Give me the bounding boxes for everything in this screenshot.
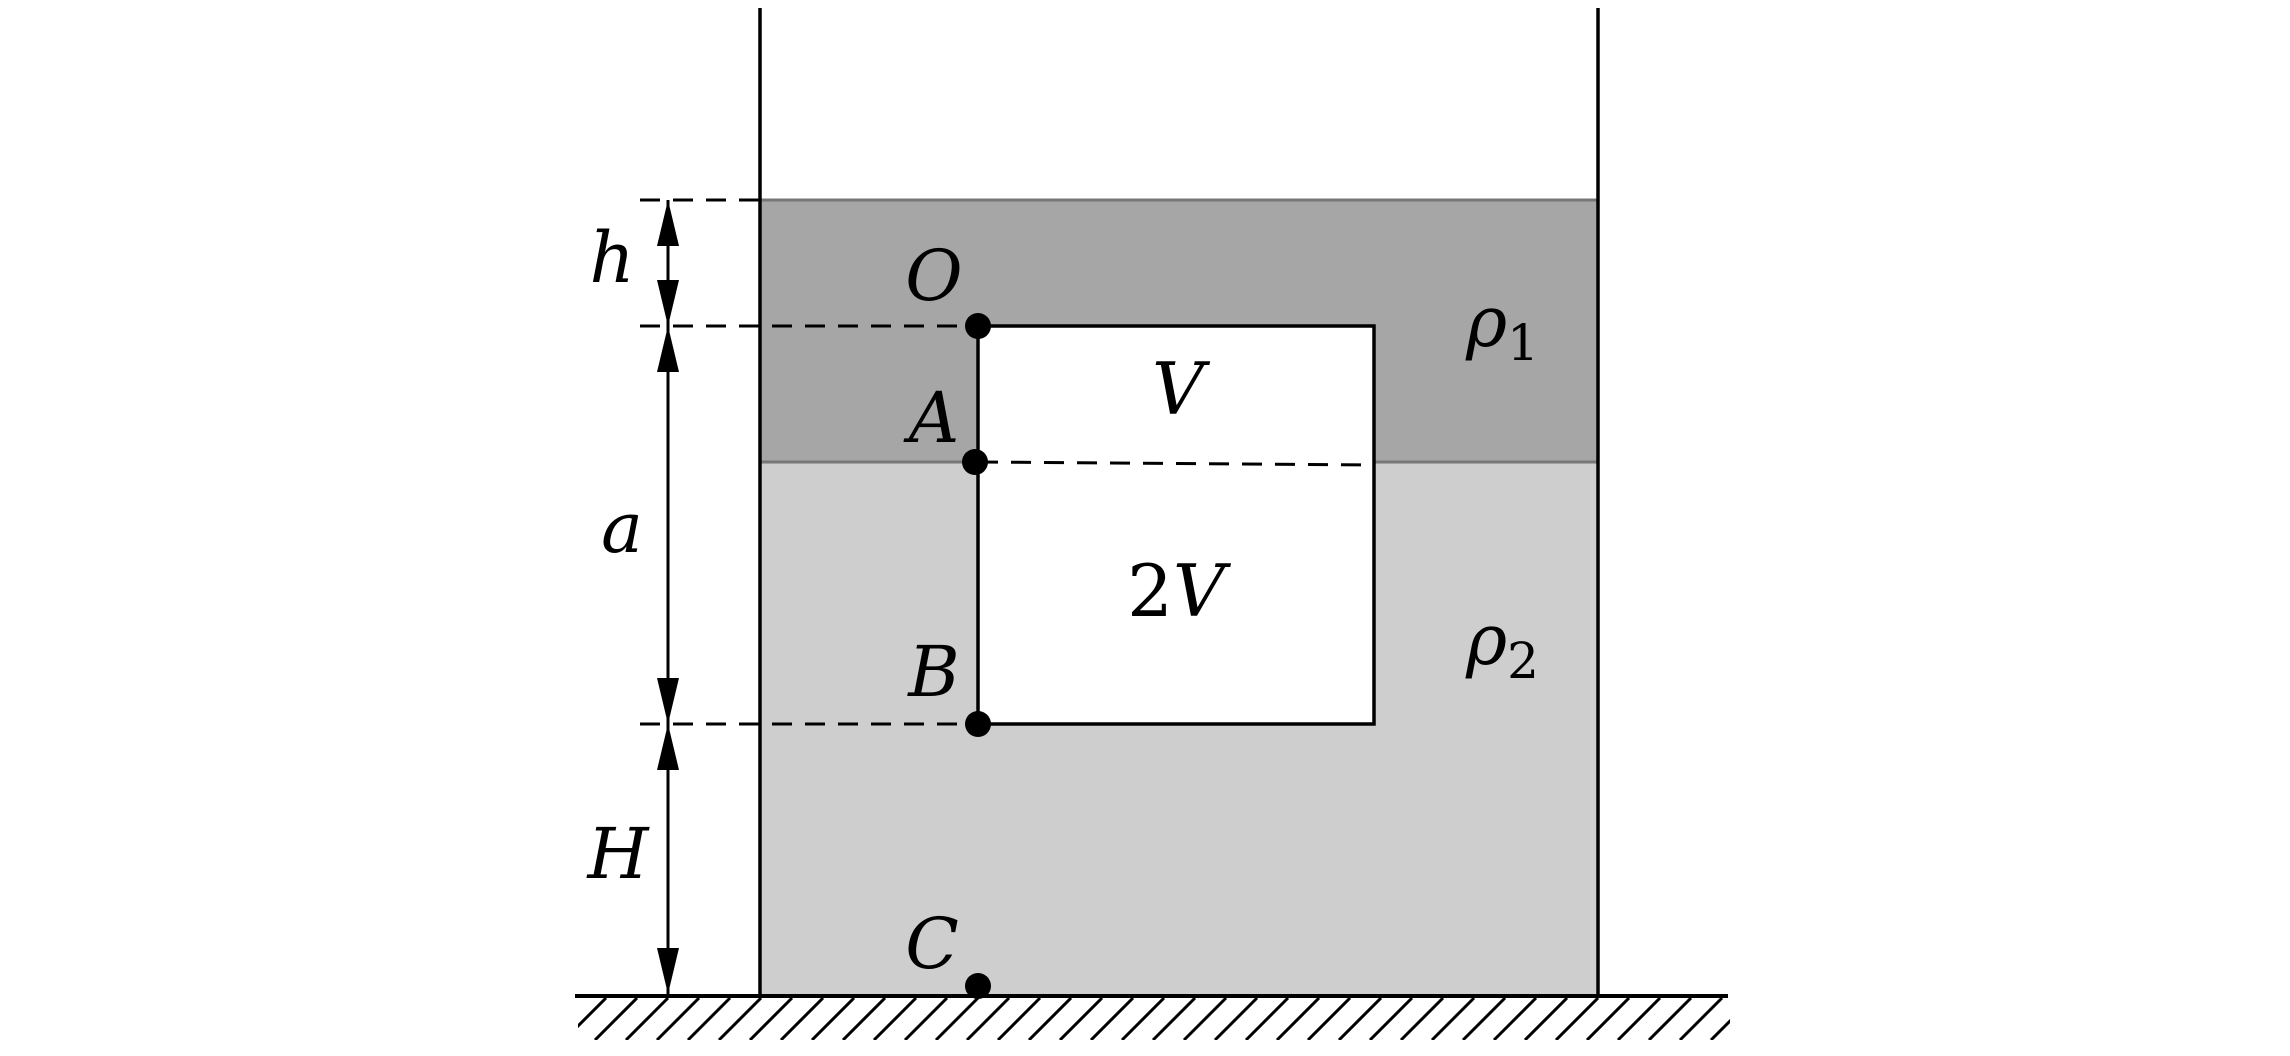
label-O: O	[905, 235, 962, 317]
label-rho2-subscript: 2	[1507, 632, 1539, 690]
arrow-H-up	[657, 724, 679, 770]
ground-hatch-line	[1213, 998, 1259, 1040]
ground-hatch-line	[1027, 998, 1073, 1040]
label-rho2: ρ2	[1465, 599, 1539, 690]
ground-hatch-line	[1709, 1018, 1730, 1040]
label-a: a	[601, 487, 643, 569]
body-interface-dashed-line	[977, 460, 1375, 467]
ground-hatch-line	[965, 998, 1011, 1040]
ground-hatch-line	[779, 998, 825, 1040]
ground-hatch-line	[624, 998, 670, 1040]
ground-hatch-line	[1554, 998, 1600, 1040]
ground-hatch-line	[841, 998, 887, 1040]
ground-hatch-line	[578, 998, 608, 1029]
label-A: A	[903, 377, 960, 459]
label-2V-variable: V	[1173, 549, 1232, 633]
ground-hatch-line	[655, 998, 701, 1040]
label-rho1-subscript: 1	[1507, 314, 1539, 372]
ground-hatch-line	[1337, 998, 1383, 1040]
arrow-a-up	[657, 326, 679, 372]
ground-hatch-line	[1275, 998, 1321, 1040]
ground-hatch-line	[934, 998, 980, 1040]
ground-hatch-line	[1120, 998, 1166, 1040]
ground-hatch-line	[1616, 998, 1662, 1040]
ground-hatch-line	[1492, 998, 1538, 1040]
ground-hatch-line	[903, 998, 949, 1040]
point-C	[965, 973, 991, 999]
ground-hatch-line	[996, 998, 1042, 1040]
label-V: V	[1152, 347, 1211, 431]
ground-hatch-line	[686, 998, 732, 1040]
label-H: H	[585, 813, 650, 895]
label-B: B	[906, 631, 959, 713]
ground-hatch-line	[717, 998, 763, 1040]
ground-hatch-line	[872, 998, 918, 1040]
ground-hatch-line	[1244, 998, 1290, 1040]
ground-hatch-line	[1430, 998, 1476, 1040]
label-2V: 2V	[1127, 549, 1232, 633]
point-O	[965, 313, 991, 339]
arrow-h-down	[657, 280, 679, 326]
ground-hatch-line	[1678, 998, 1724, 1040]
ground-hatch-line	[593, 998, 639, 1040]
ground-hatch-line	[1585, 998, 1631, 1040]
ground-hatch-line	[1182, 998, 1228, 1040]
label-rho1-symbol: ρ	[1465, 281, 1507, 363]
label-C: C	[905, 903, 959, 985]
ground-hatch-line	[1368, 998, 1414, 1040]
ground-hatch-line	[533, 998, 575, 1040]
submerged-body	[976, 324, 1376, 726]
ground-hatching	[533, 998, 1730, 1040]
label-h: h	[589, 217, 634, 299]
arrow-H-down	[657, 948, 679, 994]
ground-hatch-line	[1058, 998, 1104, 1040]
ground-hatch-line	[810, 998, 856, 1040]
label-2V-coefficient: 2	[1127, 549, 1173, 633]
point-B	[965, 711, 991, 737]
ground-hatch-line	[1151, 998, 1197, 1040]
ground-hatch-line	[1523, 998, 1569, 1040]
ground-hatch-line	[748, 998, 794, 1040]
ground-hatch-line	[1647, 998, 1693, 1040]
ground-hatch-line	[1399, 998, 1445, 1040]
ground-hatch-line	[1089, 998, 1135, 1040]
arrow-a-down	[657, 678, 679, 724]
label-rho2-symbol: ρ	[1465, 599, 1507, 681]
ground-hatch-line	[1306, 998, 1352, 1040]
label-rho1: ρ1	[1465, 281, 1539, 372]
arrow-h-up	[657, 200, 679, 246]
ground-hatch-line	[1461, 998, 1507, 1040]
point-A	[962, 449, 988, 475]
